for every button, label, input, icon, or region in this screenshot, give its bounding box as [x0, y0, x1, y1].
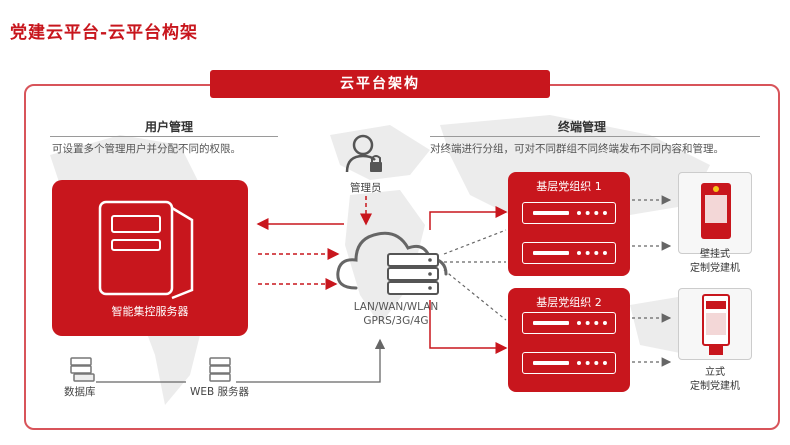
terminal-management-divider	[430, 136, 760, 137]
user-management-divider	[50, 136, 278, 137]
page-title: 党建云平台-云平台构架	[10, 23, 199, 43]
smart-control-server-card	[52, 180, 248, 336]
terminal-device	[522, 202, 616, 224]
web-server-label: WEB 服务器	[190, 386, 250, 398]
wall-kiosk-label: 壁挂式 定制党建机	[678, 248, 752, 276]
cloud-server-icon	[336, 231, 448, 295]
standing-kiosk-label: 立式 定制党建机	[678, 366, 752, 394]
terminal-management-title: 终端管理	[558, 120, 607, 134]
standing-kiosk	[678, 288, 752, 360]
terminal-device	[522, 312, 616, 334]
user-management-description: 可设置多个管理用户并分配不同的权限。	[52, 143, 241, 155]
admin-label: 管理员	[350, 182, 382, 194]
network-line-1: LAN/WAN/WLAN	[353, 301, 439, 313]
network-line-2: GPRS/3G/4G	[363, 315, 429, 327]
party-group-2-card: 基层党组织 2	[508, 288, 630, 392]
wall-kiosk-icon	[701, 183, 731, 239]
party-group-1-title: 基层党组织 1	[536, 180, 602, 193]
wall-kiosk-label-1: 壁挂式	[700, 249, 730, 260]
server-tower-icon	[98, 200, 194, 300]
terminal-device	[522, 352, 616, 374]
user-management-title: 用户管理	[145, 120, 194, 134]
terminal-device	[522, 242, 616, 264]
database-label: 数据库	[64, 386, 96, 398]
wall-kiosk-label-2: 定制党建机	[690, 263, 740, 274]
terminal-management-description: 对终端进行分组，可对不同群组不同终端发布不同内容和管理。	[430, 143, 724, 155]
server-label: 智能集控服务器	[111, 305, 189, 318]
section-banner: 云平台架构	[210, 70, 550, 98]
party-group-2-title: 基层党组织 2	[536, 296, 602, 309]
party-group-1-card: 基层党组织 1	[508, 172, 630, 276]
standing-kiosk-label-2: 定制党建机	[690, 381, 740, 392]
web-server-icon	[209, 357, 231, 382]
network-types-label: LAN/WAN/WLAN GPRS/3G/4G	[348, 300, 444, 328]
wall-mounted-kiosk	[678, 172, 752, 254]
database-icon	[70, 357, 95, 382]
standing-kiosk-icon	[702, 294, 730, 355]
admin-user-icon	[345, 134, 382, 173]
standing-kiosk-label-1: 立式	[705, 367, 725, 378]
